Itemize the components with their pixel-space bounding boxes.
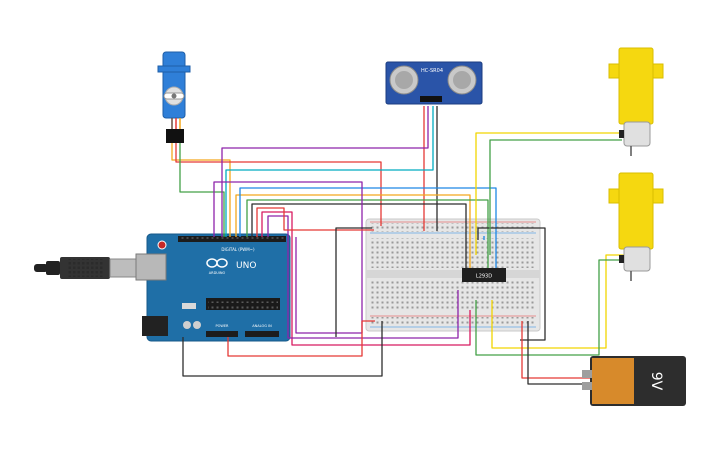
arduino-gnd-wire[interactable] — [182, 321, 383, 377]
pin-wire-c[interactable] — [256, 207, 374, 237]
battery-terminal-negative — [582, 382, 592, 390]
center-channel — [366, 270, 540, 278]
bottom-power-rail — [370, 317, 536, 326]
servo-motor[interactable] — [157, 51, 191, 143]
battery-negative-wire[interactable] — [527, 321, 590, 385]
top-power-rail — [370, 223, 536, 232]
l293d-motor-driver[interactable]: L293D — [462, 268, 506, 282]
ultrasonic-sensor[interactable]: HC-SR04 — [385, 61, 483, 105]
motor2-wire-b[interactable] — [475, 259, 626, 356]
pin-wire-b[interactable] — [267, 215, 459, 339]
motor1-wire-a[interactable] — [475, 132, 622, 255]
bottom-terminal-strip — [370, 281, 536, 311]
sensor-model-label: HC-SR04 — [421, 68, 443, 74]
dc-motor-2[interactable] — [608, 172, 664, 281]
usb-cable — [34, 257, 137, 279]
driver-chip-label: L293D — [476, 274, 492, 280]
arduino-5v-wire[interactable] — [227, 320, 375, 357]
arduino-uno-board[interactable]: DIGITAL (PWM~) UNO ARDUINO POWER ANALOG … — [34, 233, 291, 342]
rail-gnd-link[interactable] — [335, 227, 372, 337]
in3-wire[interactable] — [246, 199, 489, 272]
sensor-trig-wire[interactable] — [221, 106, 429, 237]
arduino-logo — [206, 258, 228, 268]
battery-label: 9V — [648, 372, 664, 391]
servo-power-wire[interactable] — [175, 143, 382, 226]
servo-signal-wire[interactable] — [171, 143, 231, 237]
power-header — [206, 331, 238, 337]
analog-header — [245, 331, 279, 337]
in2-wire[interactable] — [239, 187, 497, 272]
motor2-wire-a[interactable] — [491, 254, 626, 349]
pin-wire-a[interactable] — [261, 211, 471, 346]
digital-header-label: DIGITAL (PWM~) — [221, 247, 255, 252]
battery-terminal-positive — [582, 370, 592, 378]
board-model: UNO — [236, 261, 256, 271]
in4-wire[interactable] — [213, 181, 363, 334]
analog-header-label: ANALOG IN — [252, 324, 272, 328]
wires — [171, 106, 626, 385]
en-wire[interactable] — [251, 203, 467, 272]
usb-port — [135, 253, 167, 281]
sensor-echo-wire[interactable] — [225, 106, 434, 237]
crystal — [182, 303, 196, 309]
battery-9v[interactable]: 9V — [582, 356, 686, 406]
power-jack — [142, 316, 168, 336]
power-header-label: POWER — [216, 324, 230, 328]
board-brand: ARDUINO — [209, 271, 226, 275]
top-terminal-strip — [370, 238, 536, 268]
breadboard[interactable] — [365, 218, 541, 332]
servo-ground-wire[interactable] — [179, 143, 225, 237]
motor1-wire-b[interactable] — [489, 139, 622, 255]
servo-connector — [166, 129, 184, 143]
reset-button[interactable] — [157, 240, 167, 250]
battery-positive-wire[interactable] — [521, 321, 590, 379]
driver-vcc-wire[interactable] — [477, 227, 546, 341]
in1-wire[interactable] — [235, 194, 471, 272]
sensor-pins — [420, 96, 442, 102]
dc-motor-1[interactable] — [608, 47, 664, 156]
